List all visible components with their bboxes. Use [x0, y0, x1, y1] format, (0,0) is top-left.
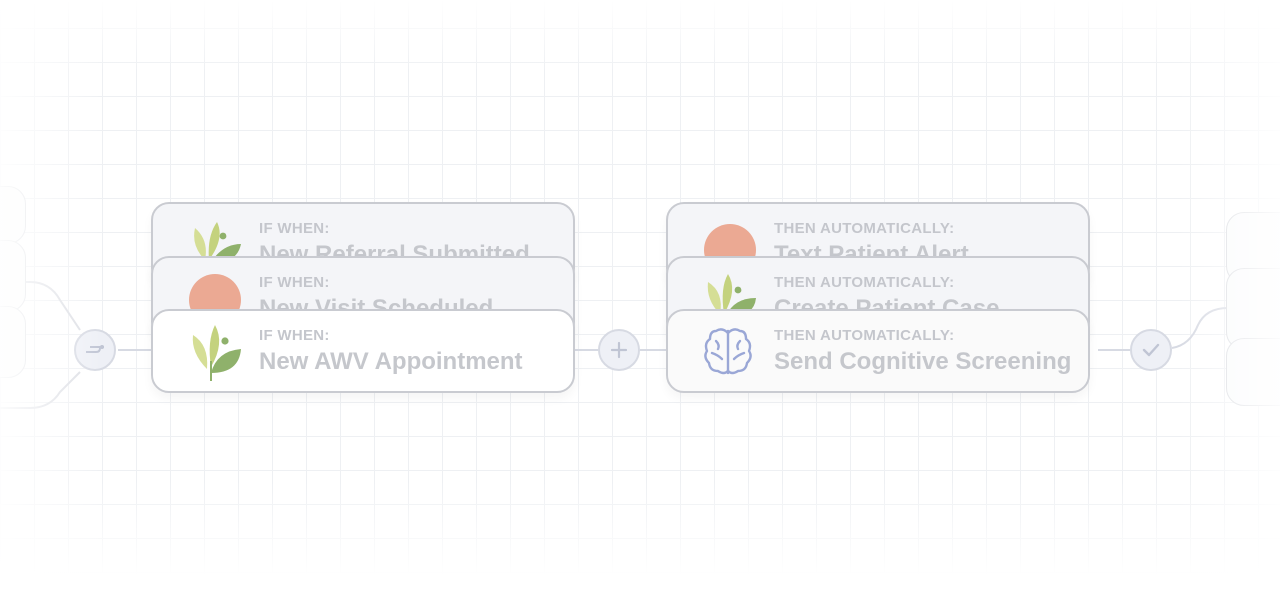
action-label: THEN AUTOMATICALLY:: [774, 220, 955, 237]
leaf-logo-icon: [192, 325, 241, 381]
action-label: THEN AUTOMATICALLY:: [774, 327, 955, 344]
trigger-label: IF WHEN:: [259, 220, 330, 237]
check-icon: [1142, 343, 1160, 357]
trigger-title: New AWV Appointment: [259, 348, 523, 375]
ghost-card-right-3: [1226, 338, 1280, 406]
ghost-card-left-3: [0, 306, 26, 378]
branch-node[interactable]: [74, 329, 116, 371]
trigger-card-3[interactable]: IF WHEN: New AWV Appointment: [151, 309, 575, 393]
action-card-3[interactable]: THEN AUTOMATICALLY: Send Cognitive Scree…: [666, 309, 1090, 393]
ghost-card-left-2: [0, 240, 26, 312]
branch-icon: [86, 345, 104, 353]
trigger-label: IF WHEN:: [259, 327, 330, 344]
done-node[interactable]: [1130, 329, 1172, 371]
trigger-label: IF WHEN:: [259, 274, 330, 291]
add-step-button[interactable]: [598, 329, 640, 371]
ghost-card-left-1: [0, 186, 26, 244]
brain-icon: [704, 328, 752, 375]
action-title: Send Cognitive Screening: [774, 348, 1072, 375]
action-label: THEN AUTOMATICALLY:: [774, 274, 955, 291]
plus-icon: [610, 341, 628, 359]
